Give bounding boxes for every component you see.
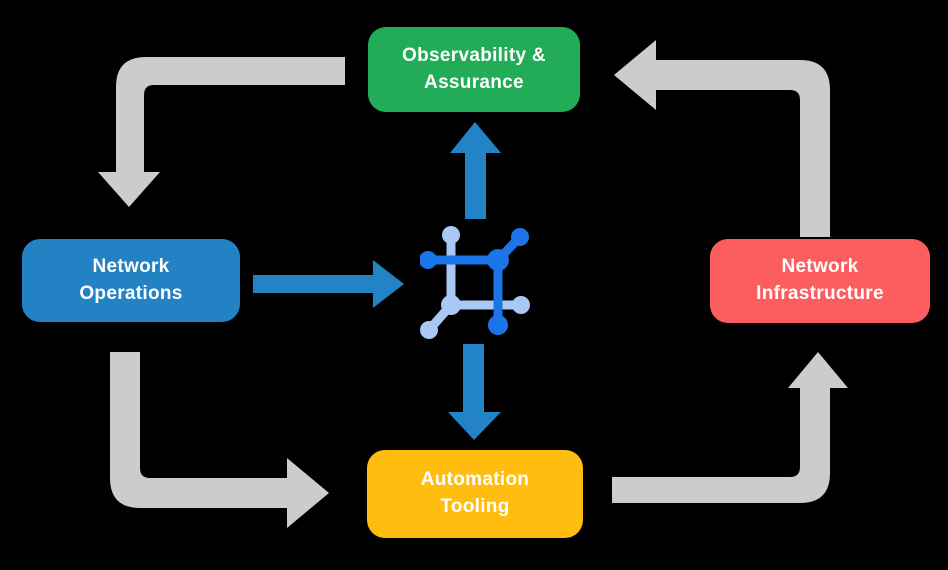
icon-node xyxy=(512,296,530,314)
arrow-center-to-automation xyxy=(448,344,501,440)
node-automation-tooling: Automation Tooling xyxy=(367,450,583,538)
icon-node xyxy=(420,251,437,269)
arrow-infrastructure-to-observability xyxy=(614,40,830,237)
node-network-operations: Network Operations xyxy=(22,239,240,322)
arrow-observability-to-operations xyxy=(98,57,345,207)
arrow-automation-to-infrastructure xyxy=(612,352,848,503)
node-label: Automation Tooling xyxy=(420,469,530,517)
icon-node xyxy=(420,321,438,339)
icon-node xyxy=(488,315,508,335)
icon-light-links xyxy=(420,226,530,339)
node-label: Observability & Assurance xyxy=(402,44,546,93)
icon-node xyxy=(487,249,509,271)
arrow-operations-to-automation xyxy=(110,352,329,528)
icon-node xyxy=(441,295,461,315)
network-mesh-icon xyxy=(420,226,530,339)
node-observability-assurance: Observability & Assurance xyxy=(368,27,580,112)
icon-dark-links xyxy=(420,228,529,335)
icon-node xyxy=(511,228,529,246)
arrow-operations-to-center xyxy=(253,260,404,308)
icon-node xyxy=(442,226,460,244)
node-label: Network Infrastructure xyxy=(756,256,884,304)
arrow-center-to-observability xyxy=(450,122,501,219)
node-network-infrastructure: Network Infrastructure xyxy=(710,239,930,323)
node-label: Network Operations xyxy=(79,255,183,304)
